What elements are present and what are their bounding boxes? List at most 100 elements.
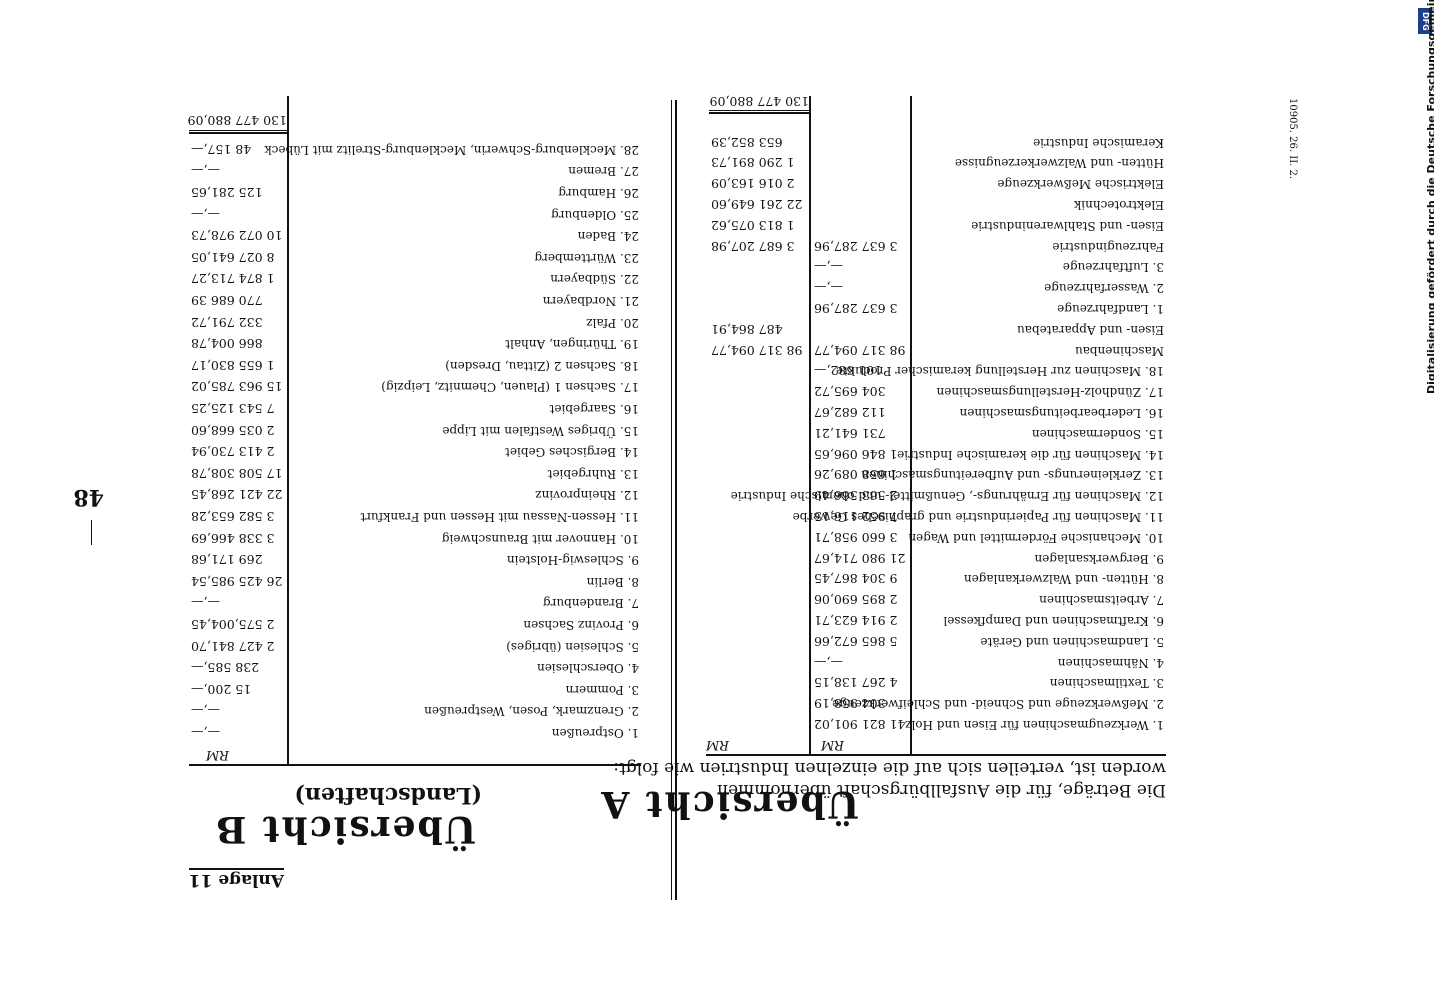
- overview-a-row-value: 5 865 672,66: [814, 633, 898, 649]
- overview-b-row-value: 17 508 308,78: [191, 465, 283, 481]
- overview-b-row-value: 269 171,68: [191, 552, 263, 568]
- overview-b-row-label: 20. Pfalz: [586, 315, 639, 330]
- overview-a-row-label: Elektrische Meßwerkzeuge: [997, 177, 1164, 192]
- overview-a-total-rule: [709, 112, 809, 114]
- overview-b-row-value: 3 338 466,69: [191, 530, 275, 546]
- overview-a-row-value: 304 695,72: [814, 384, 886, 400]
- overview-b-row-value: 26 425 985,54: [191, 573, 283, 589]
- overview-a-row-label: Fahrzeugindustrie: [1052, 239, 1164, 254]
- overview-b-col-header: RM: [205, 747, 229, 762]
- overview-b-row-label: 12. Rheinprovinz: [535, 488, 639, 503]
- overview-b-row-value: 2 035 668,60: [191, 422, 275, 438]
- overview-a-row-value: 2 895 690,06: [814, 592, 898, 608]
- digitization-note: Digitalisierung gefördert durch die Deut…: [1425, 0, 1434, 394]
- overview-b-total-rule-2: [189, 130, 287, 131]
- overview-b-row-value: 2 427 841,70: [191, 638, 275, 654]
- overview-a-row-value: 112 682,67: [814, 405, 886, 420]
- overview-b-row-value: 15 200,—: [191, 681, 252, 697]
- overview-b-row-value: 7 543 125,25: [191, 401, 275, 416]
- overview-a-row-total: 487 864,91: [711, 321, 783, 337]
- overview-a-col-header-1: RM: [820, 737, 844, 752]
- appendix-label: Anlage 11: [188, 868, 284, 890]
- overview-a-row-label: 1. Landfahrzeuge: [1057, 302, 1164, 316]
- overview-a-row-label: 17. Zündholz-Herstellungsmaschinen: [936, 385, 1164, 400]
- overview-b-row-label: 23. Württemberg: [534, 250, 639, 265]
- overview-a-row-total: 3 687 207,98: [711, 238, 795, 254]
- overview-a-row-label: 4. Nähmaschinen: [1057, 655, 1164, 670]
- page-number-mark: [91, 520, 92, 545]
- overview-a-row-label: 10. Mechanische Fördermittel und Wagen: [908, 530, 1164, 545]
- overview-a-row-label: 8. Hütten- und Walzwerkanlagen: [963, 572, 1164, 587]
- overview-b-row-label: 26. Hamburg: [558, 186, 639, 200]
- overview-a-row-label: 15. Sondermaschinen: [1031, 426, 1164, 441]
- overview-a-row-total: 653 852,39: [711, 134, 783, 150]
- overview-b-row-label: 19. Thüringen, Anhalt: [505, 337, 639, 352]
- overview-a-row-label: 7. Arbeitsmaschinen: [1039, 593, 1164, 608]
- dfg-badge: DFG: [1418, 8, 1432, 34]
- overview-b-row-value: —,—: [191, 725, 220, 740]
- overview-b-subtitle: (Landschaften): [294, 782, 482, 808]
- page-fold-rule-2: [671, 100, 672, 900]
- overview-b-row-label: 21. Nordbayern: [542, 294, 639, 308]
- overview-b-row-value: 1 874 713,27: [191, 271, 275, 287]
- overview-a-row-value: 1 846 096,65: [814, 446, 898, 462]
- overview-a-row-label: Eisen- und Apparatebau: [1017, 322, 1164, 337]
- overview-a-col-rule-1: [910, 96, 912, 756]
- archive-stamp-text: 10905. 26. II. 2.: [1287, 98, 1298, 180]
- overview-b-row-value: 2 575,004,45: [191, 617, 275, 632]
- overview-b-row-label: 13. Ruhrgebiet: [547, 466, 639, 481]
- overview-b-total-rule: [189, 132, 287, 134]
- overview-a-row-total: 1 813 075,62: [711, 217, 795, 233]
- overview-a-row-label: 9. Bergwerksanlagen: [1034, 551, 1164, 566]
- overview-a-row-label: 2. Wasserfahrzeuge: [1044, 281, 1164, 296]
- page-number: 48: [73, 484, 104, 510]
- overview-b-row-label: 1. Ostpreußen: [551, 726, 639, 740]
- overview-b-row-label: 4. Oberschlesien: [537, 661, 639, 676]
- overview-a-row-value: —,—: [814, 259, 843, 275]
- overview-b-row-value: 10 072 978,73: [191, 228, 283, 244]
- overview-a-row-label: Maschinenbau: [1074, 343, 1164, 358]
- overview-b-row-label: 16. Saargebiet: [549, 402, 639, 416]
- overview-b-row-label: 18. Sachsen 2 (Zittau, Dresden): [445, 358, 639, 373]
- overview-a-col-header-2: RM: [705, 737, 729, 752]
- overview-a-total-rule-2: [709, 110, 809, 111]
- overview-a-row-label: 1. Werkzeugmaschinen für Eisen und Holz: [905, 718, 1164, 732]
- overview-b-row-value: —,—: [191, 703, 220, 719]
- overview-b-row-value: 770 686 39: [191, 293, 263, 308]
- overview-b-title: Übersicht B: [213, 808, 476, 850]
- page-fold-rule: [675, 100, 677, 900]
- overview-b-row-label: 25. Oldenburg: [551, 207, 639, 222]
- overview-b-row-value: 3 582 653,28: [191, 509, 275, 524]
- overview-b-row-label: 28. Mecklenburg-Schwerin, Mecklenburg-St…: [264, 142, 639, 157]
- overview-b-row-label: 27. Bremen: [568, 164, 639, 179]
- overview-a-row-value: 304 958,19: [814, 696, 886, 712]
- overview-a-row-value: 41 821 901,02: [814, 717, 906, 732]
- overview-a-row-value: 101 682,—: [814, 363, 883, 379]
- overview-b-row-label: 3. Pommern: [565, 682, 639, 697]
- overview-b-row-label: 14. Bergisches Gebiet: [505, 445, 639, 460]
- overview-a-row-label: 6. Kraftmaschinen und Dampfkessel: [943, 614, 1164, 628]
- archive-stamp: 10905. 26. II. 2.: [1287, 90, 1308, 200]
- overview-a-row-value: 2 563 566,49: [814, 488, 898, 504]
- overview-a-row-label: 16. Lederbearbeitungsmaschinen: [959, 406, 1164, 420]
- overview-b-row-label: 24. Baden: [577, 229, 639, 244]
- overview-a-row-value: 3 637 287,96: [814, 301, 898, 316]
- overview-a-row-value: 3 637 287,96: [814, 238, 898, 254]
- overview-a-row-value: 731 641,21: [814, 425, 886, 441]
- overview-b-row-value: 332 791,72: [191, 314, 263, 330]
- overview-a-row-value: 3 660 958,71: [814, 529, 898, 545]
- overview-b-row-label: 15. Übriges Westfalen mit Lippe: [442, 423, 639, 438]
- overview-b-row-label: 5. Schlesien (übriges): [506, 639, 639, 654]
- overview-a-row-label: 14. Maschinen für die keramische Industr…: [897, 447, 1164, 462]
- overview-b-row-value: 15 963 785,02: [191, 379, 283, 395]
- overview-a-row-value: 2 914 623,71: [814, 613, 898, 628]
- overview-b-row-label: 7. Brandenburg: [542, 596, 639, 611]
- overview-a-row-total: 98 317 094,77: [711, 342, 803, 358]
- overview-b-row-value: 125 281,65: [191, 185, 263, 200]
- overview-a-col-rule-2: [809, 96, 811, 756]
- overview-a-row-value: 7 952 116,15: [814, 509, 898, 524]
- overview-b-row-value: 2 413 730,94: [191, 444, 275, 460]
- overview-a-row-value: 98 317 094,77: [814, 342, 906, 358]
- overview-a-row-total: 22 261 649,60: [711, 197, 803, 212]
